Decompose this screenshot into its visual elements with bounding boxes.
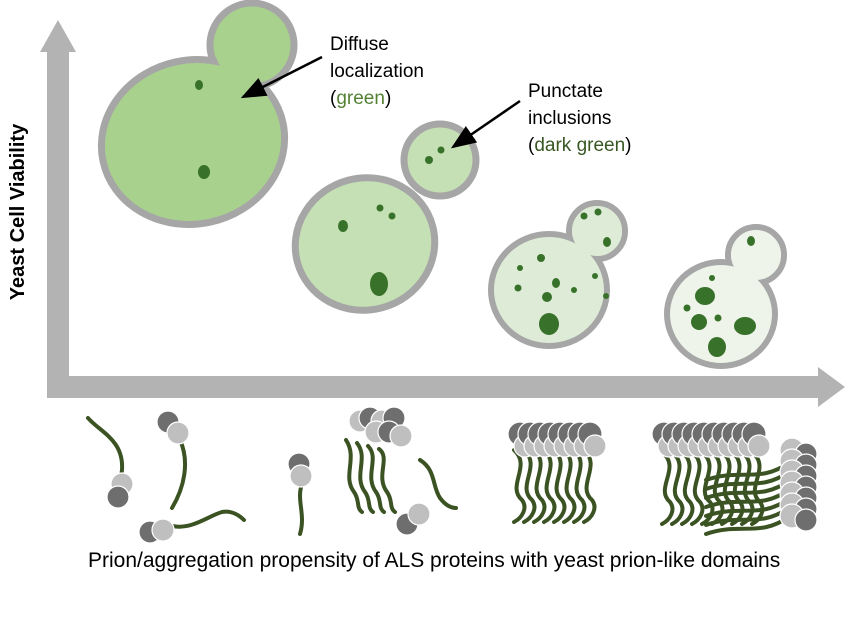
diffuse-annotation: Diffuse localization (green)	[330, 34, 424, 109]
budding-yeast-cell-icon	[664, 224, 787, 369]
budding-yeast-cell-icon	[488, 200, 628, 349]
punctate-paren-open: (	[528, 135, 535, 156]
punctate-color-word: dark green	[534, 135, 625, 156]
punctate-line1: Punctate	[528, 81, 603, 102]
x-axis-caption: Prion/aggregation propensity of ALS prot…	[88, 549, 781, 572]
punctate-annotation: Punctate inclusions (dark green)	[528, 81, 632, 156]
prion-like-protein-icon	[700, 450, 715, 526]
punctate-pointer-arrow	[450, 99, 521, 149]
budding-yeast-cell-icon	[291, 120, 480, 314]
prion-like-protein-icon	[389, 424, 413, 448]
prion-like-protein-icon	[138, 509, 246, 544]
punctate-line3: (dark green)	[528, 135, 632, 156]
prion-like-protein-icon	[680, 450, 695, 526]
protein-stage-large-aggregate	[651, 421, 818, 536]
prion-like-protein-icon	[156, 410, 190, 510]
prion-like-protein-icon	[287, 452, 313, 536]
prion-like-protein-icon	[86, 416, 134, 509]
prion-like-protein-icon	[660, 450, 675, 526]
prion-like-protein-icon	[670, 450, 685, 526]
diffuse-paren-open: (	[330, 88, 337, 109]
y-axis-label: Yeast Cell Viability	[7, 123, 29, 300]
y-axis-shaft	[47, 50, 69, 396]
prion-like-protein-icon	[395, 458, 458, 536]
protein-stage-monomers	[86, 410, 246, 544]
protein-stage-aggregate	[507, 421, 607, 524]
prion-like-protein-icon	[532, 448, 547, 524]
prion-like-protein-icon	[583, 434, 607, 458]
prion-like-protein-icon	[512, 448, 527, 524]
prion-like-protein-icon	[366, 444, 386, 514]
prion-like-protein-icon	[542, 448, 557, 524]
prion-like-protein-icon	[562, 448, 577, 524]
prion-like-protein-icon	[355, 441, 375, 514]
prion-like-protein-icon	[377, 447, 397, 514]
axes	[40, 20, 845, 407]
prion-like-protein-icon	[747, 434, 771, 458]
diffuse-color-word: green	[336, 88, 385, 109]
diffuse-line2: localization	[330, 61, 424, 82]
prion-like-protein-icon	[552, 448, 567, 524]
diffuse-line1: Diffuse	[330, 34, 389, 55]
prion-like-protein-icon	[690, 450, 705, 526]
prion-like-protein-icon	[572, 448, 587, 524]
budding-yeast-cell-icon	[97, 0, 298, 228]
diffuse-pointer-arrow	[240, 55, 323, 99]
y-axis-arrowhead	[40, 20, 76, 52]
punctate-line2: inclusions	[528, 108, 611, 129]
prion-like-protein-icon	[582, 448, 597, 524]
prion-like-protein-icon	[344, 438, 364, 514]
prion-like-protein-icon	[794, 508, 818, 532]
x-axis-shaft	[47, 376, 825, 398]
punctate-paren-close: )	[625, 135, 631, 156]
diffuse-line3: (green)	[330, 88, 391, 109]
prion-like-protein-icon	[522, 448, 537, 524]
diffuse-paren-close: )	[385, 88, 391, 109]
x-axis-arrowhead	[818, 367, 845, 407]
protein-stage-oligomers	[287, 406, 458, 536]
